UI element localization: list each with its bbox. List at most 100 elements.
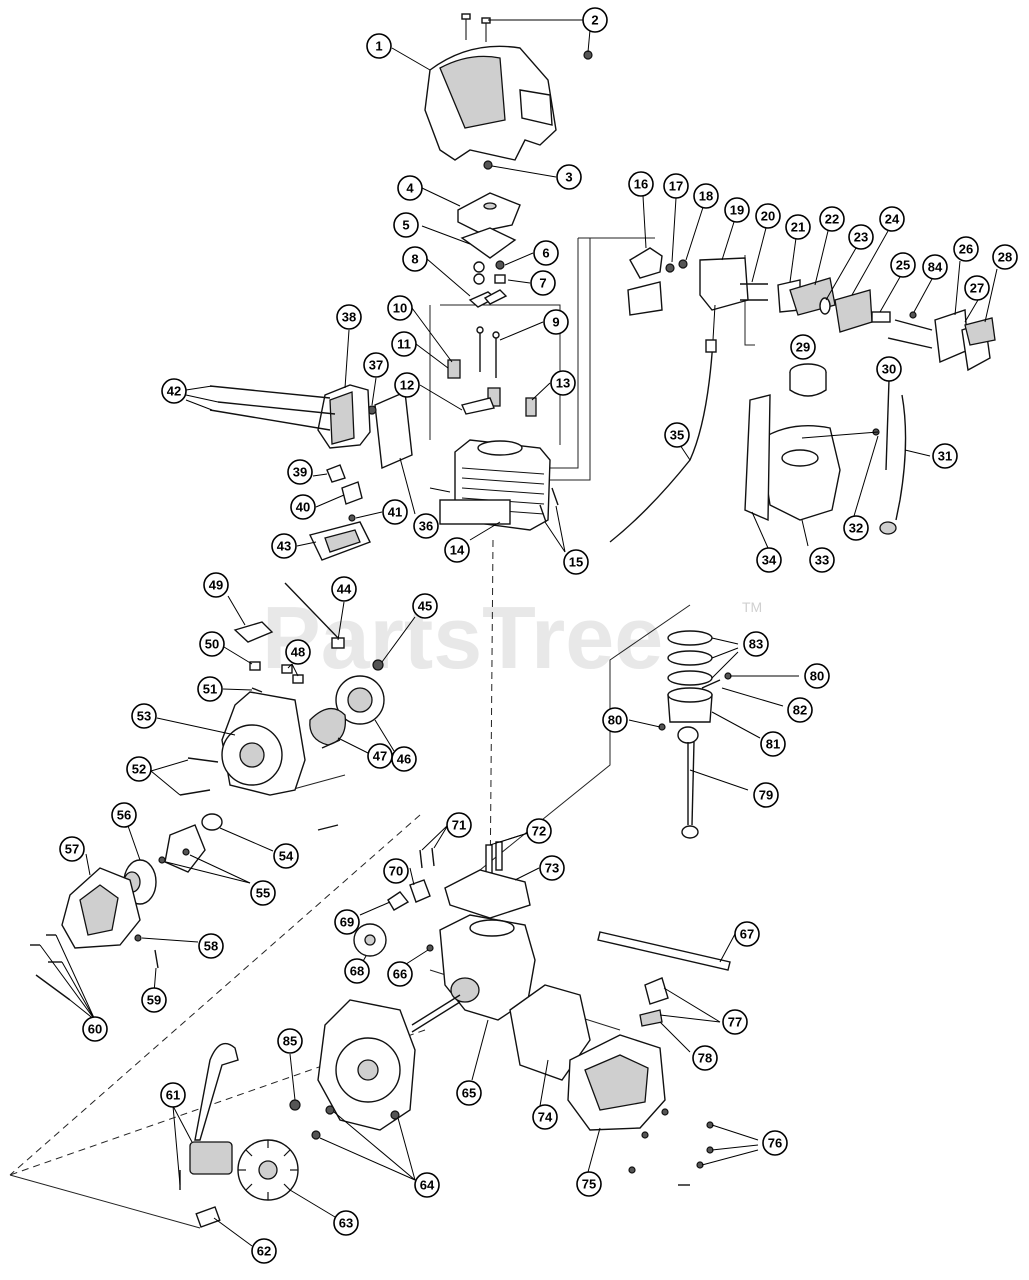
callout-21: 21 <box>785 214 811 240</box>
callout-72: 72 <box>526 818 552 844</box>
svg-text:14: 14 <box>450 543 465 558</box>
svg-text:59: 59 <box>147 993 161 1008</box>
svg-text:57: 57 <box>65 842 79 857</box>
callout-15: 15 <box>563 549 589 575</box>
svg-text:43: 43 <box>277 539 291 554</box>
callout-78: 78 <box>692 1045 718 1071</box>
svg-text:40: 40 <box>296 500 310 515</box>
cylinder <box>429 439 551 531</box>
svg-text:62: 62 <box>257 1244 271 1259</box>
callout-65: 65 <box>456 1080 482 1106</box>
callout-71: 71 <box>446 812 472 838</box>
svg-text:71: 71 <box>452 818 466 833</box>
callout-54: 54 <box>273 843 299 869</box>
crankcase <box>411 914 536 1033</box>
svg-text:17: 17 <box>669 179 683 194</box>
svg-text:51: 51 <box>203 682 217 697</box>
svg-text:72: 72 <box>532 824 546 839</box>
svg-text:49: 49 <box>209 578 223 593</box>
callout-69: 69 <box>334 909 360 935</box>
trademark-mark: TM <box>742 599 762 615</box>
svg-text:45: 45 <box>418 599 432 614</box>
svg-text:24: 24 <box>885 212 900 227</box>
callout-9: 9 <box>543 309 569 335</box>
svg-text:44: 44 <box>337 582 352 597</box>
piston-assembly <box>658 630 732 731</box>
callout-67: 67 <box>734 921 760 947</box>
svg-text:10: 10 <box>393 301 407 316</box>
callout-73: 73 <box>539 855 565 881</box>
callout-62: 62 <box>251 1238 277 1264</box>
callout-17: 17 <box>663 173 689 199</box>
callout-8: 8 <box>402 246 428 272</box>
air-filter-assembly <box>871 309 996 372</box>
callout-61: 61 <box>160 1082 186 1108</box>
housing-screws <box>30 934 71 1001</box>
callout-3: 3 <box>556 164 582 190</box>
svg-text:85: 85 <box>283 1034 297 1049</box>
cam-assembly <box>353 847 435 957</box>
svg-text:28: 28 <box>998 250 1012 265</box>
muffler <box>317 384 413 470</box>
callout-18: 18 <box>693 183 719 209</box>
callout-5: 5 <box>393 212 419 238</box>
svg-text:64: 64 <box>420 1178 435 1193</box>
svg-text:50: 50 <box>205 637 219 652</box>
callout-83: 83 <box>743 631 769 657</box>
callout-25: 25 <box>890 252 916 278</box>
fuel-tank <box>744 394 879 522</box>
svg-text:73: 73 <box>545 861 559 876</box>
flywheel <box>237 1139 299 1201</box>
rocker-parts <box>468 260 508 308</box>
svg-text:8: 8 <box>411 252 418 267</box>
svg-text:80: 80 <box>810 669 824 684</box>
crank-pin <box>195 1206 221 1228</box>
callout-7: 7 <box>530 270 556 296</box>
svg-text:26: 26 <box>959 242 973 257</box>
cylinder-bolts <box>539 487 559 523</box>
svg-text:76: 76 <box>768 1136 782 1151</box>
svg-text:30: 30 <box>882 362 896 377</box>
callout-82: 82 <box>787 697 813 723</box>
callout-41: 41 <box>382 499 408 525</box>
callout-30: 30 <box>876 356 902 382</box>
callout-84: 84 <box>922 254 948 280</box>
valve-cover <box>457 192 521 259</box>
callout-77: 77 <box>722 1009 748 1035</box>
carburetor-assembly <box>627 247 873 341</box>
callout-1: 1 <box>366 33 392 59</box>
svg-text:61: 61 <box>166 1088 180 1103</box>
ignition-coil <box>179 1042 239 1190</box>
callout-33: 33 <box>809 547 835 573</box>
flywheel-nut <box>289 1099 301 1111</box>
callout-2: 2 <box>582 7 608 33</box>
svg-text:82: 82 <box>793 703 807 718</box>
svg-text:16: 16 <box>634 177 648 192</box>
svg-text:6: 6 <box>542 246 549 261</box>
svg-text:33: 33 <box>815 553 829 568</box>
callout-27: 27 <box>964 275 990 301</box>
svg-text:11: 11 <box>397 337 411 352</box>
callout-6: 6 <box>533 240 559 266</box>
svg-text:78: 78 <box>698 1051 712 1066</box>
svg-text:83: 83 <box>749 637 763 652</box>
crankcase-cover <box>567 1034 714 1186</box>
callout-63: 63 <box>333 1210 359 1236</box>
svg-text:22: 22 <box>825 212 839 227</box>
clutch-housing <box>61 867 159 969</box>
callout-68: 68 <box>344 958 370 984</box>
svg-text:67: 67 <box>740 927 754 942</box>
callout-19: 19 <box>724 197 750 223</box>
svg-text:84: 84 <box>928 260 943 275</box>
callout-47: 47 <box>367 743 393 769</box>
callout-36: 36 <box>413 513 439 539</box>
callout-70: 70 <box>383 858 409 884</box>
callout-56: 56 <box>111 802 137 828</box>
shroud-screws <box>461 13 593 170</box>
callout-66: 66 <box>387 961 413 987</box>
callout-45: 45 <box>412 593 438 619</box>
leader-lines <box>39 19 998 1247</box>
svg-text:58: 58 <box>204 939 218 954</box>
svg-text:63: 63 <box>339 1216 353 1231</box>
